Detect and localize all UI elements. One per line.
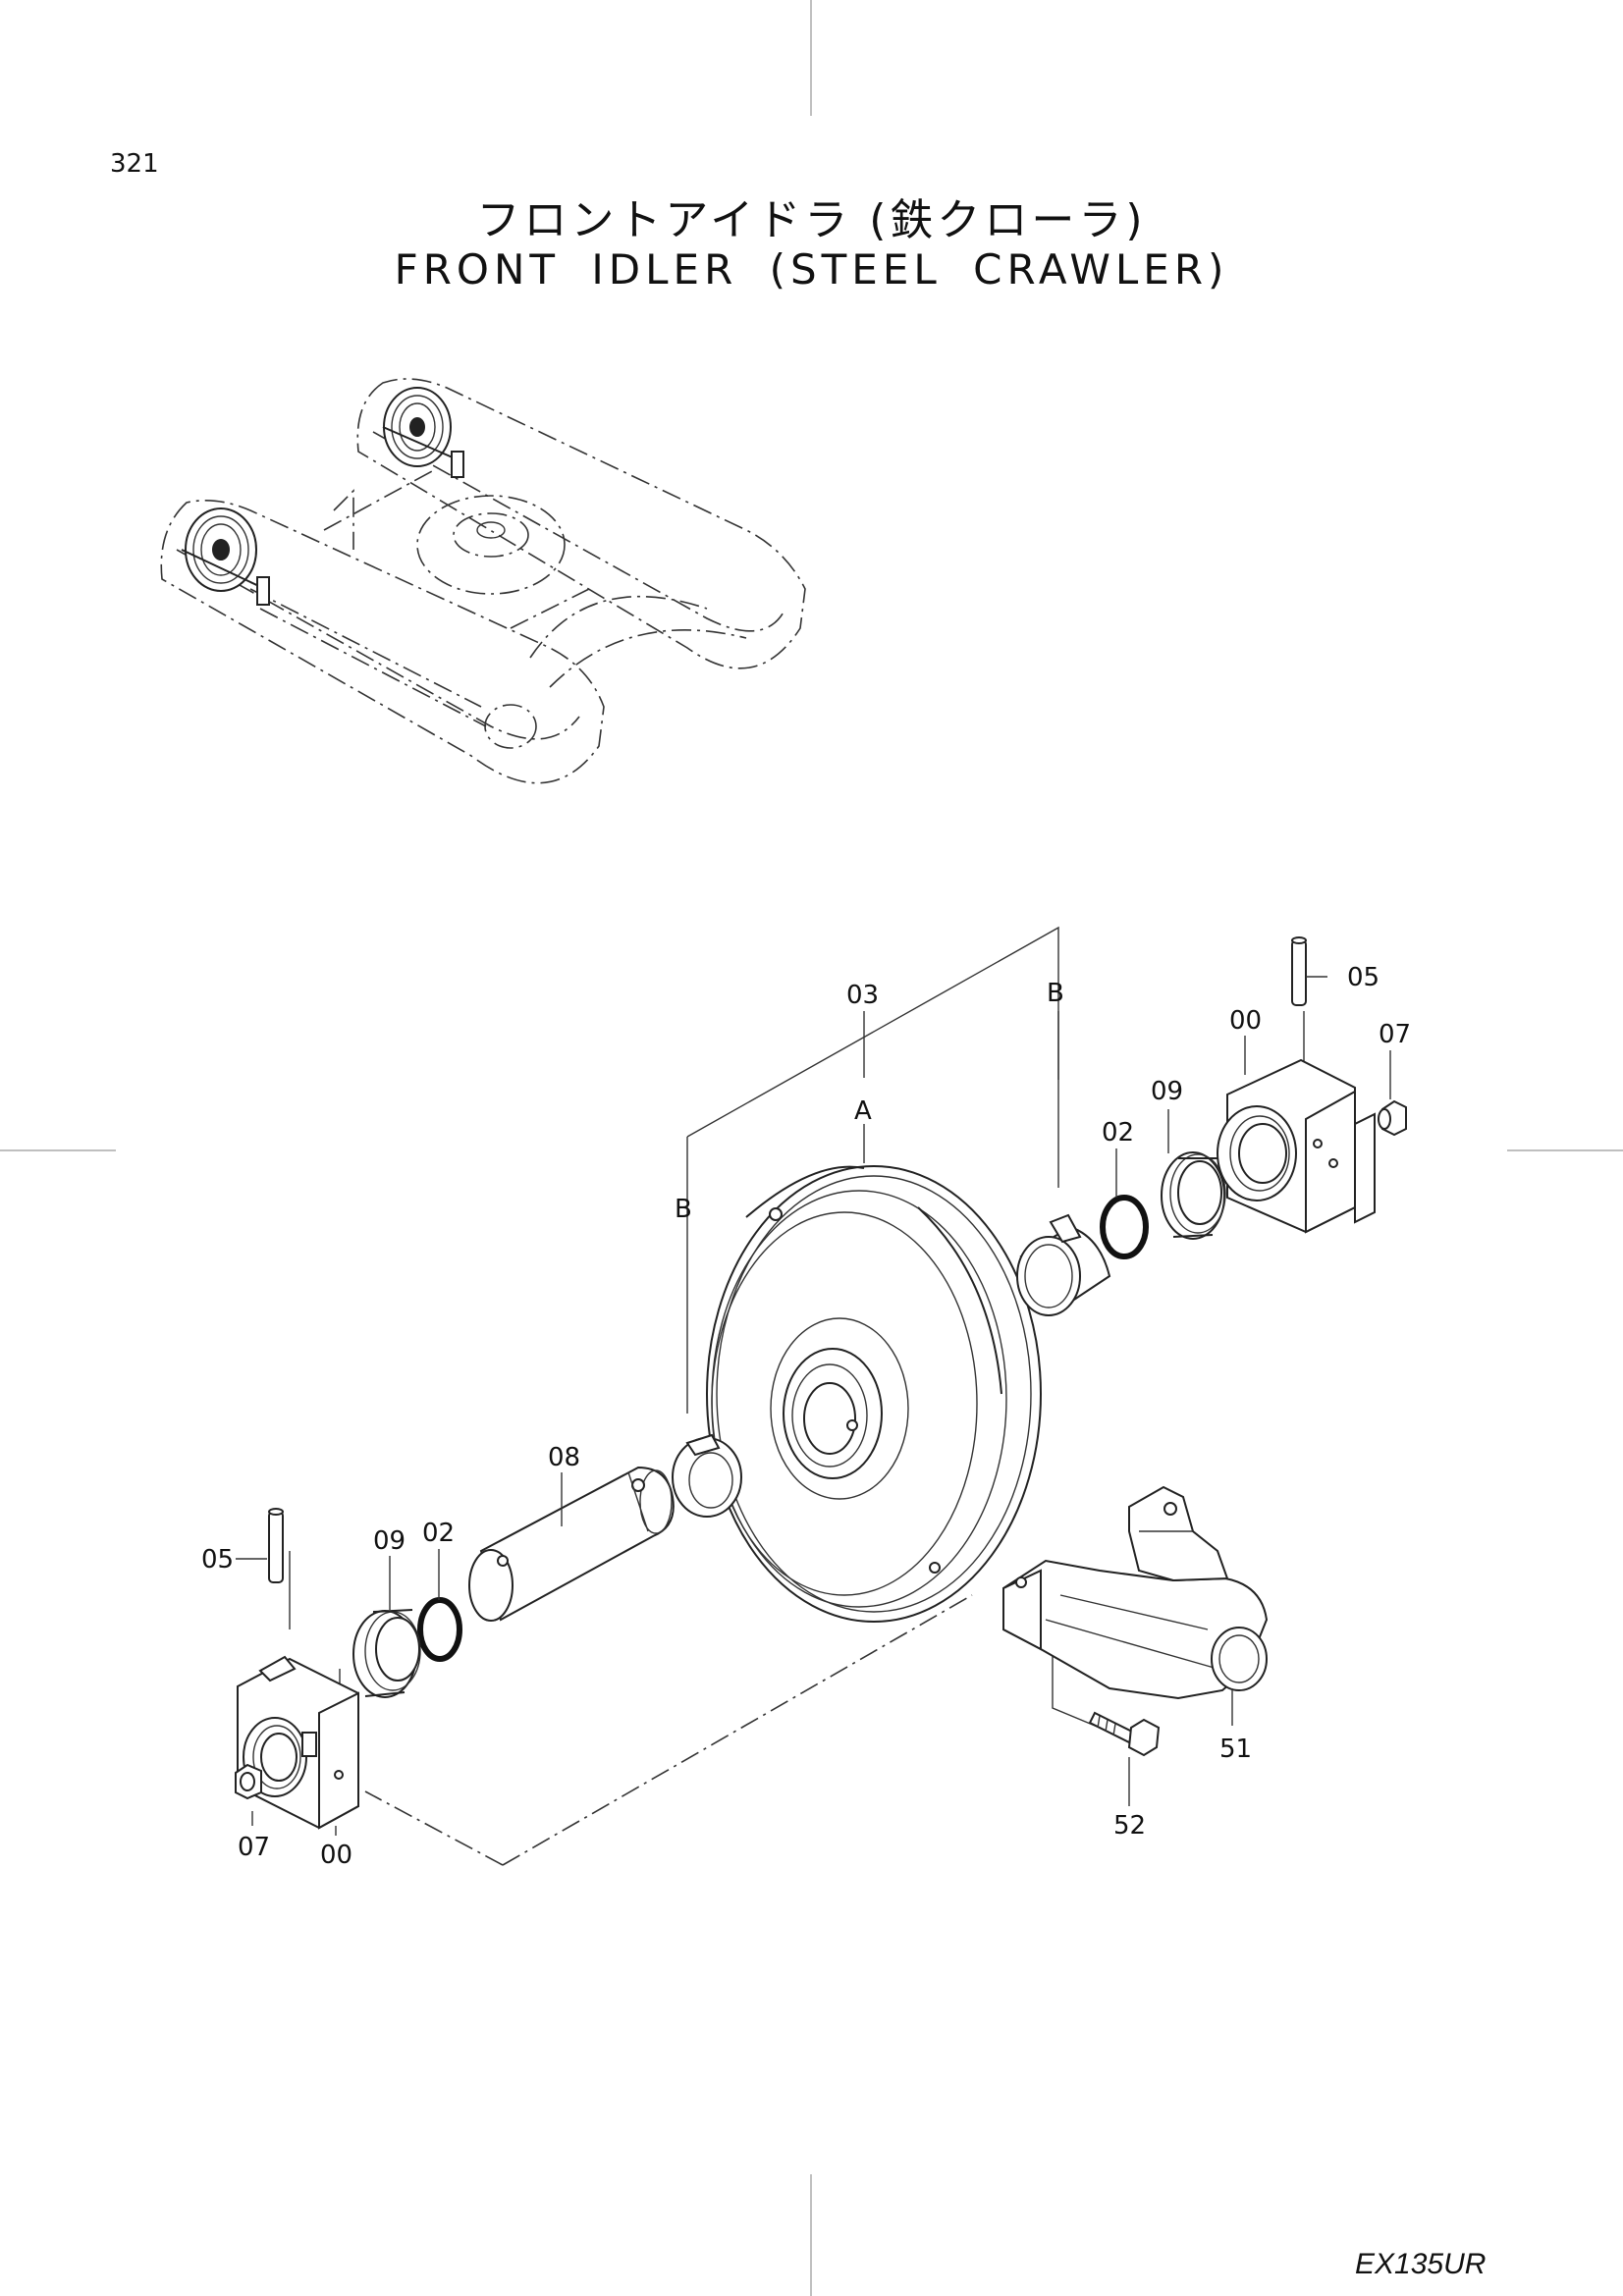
shaft xyxy=(468,1466,675,1622)
callout-b-left: B xyxy=(675,1195,692,1224)
callout-b-right: B xyxy=(1047,979,1064,1008)
callout-a: A xyxy=(854,1096,872,1126)
callout-09-right: 09 xyxy=(1151,1077,1183,1106)
callout-02-left: 02 xyxy=(422,1519,455,1548)
collar-right xyxy=(1016,1213,1111,1316)
callout-08: 08 xyxy=(548,1443,580,1472)
pin-left xyxy=(268,1508,284,1583)
front-idler-wheel-right xyxy=(382,387,464,478)
plug-left xyxy=(235,1763,262,1800)
yoke xyxy=(1002,1485,1269,1700)
title-english: FRONT IDLER (STEEL CRAWLER) xyxy=(394,245,1229,294)
idler-wheel xyxy=(706,1165,1042,1623)
callout-00-left: 00 xyxy=(320,1841,352,1870)
callout-07-right: 07 xyxy=(1379,1020,1411,1049)
plug-right xyxy=(1378,1099,1407,1137)
pin-right xyxy=(1291,936,1307,1006)
front-idler-wheel-left xyxy=(181,507,270,606)
model-number: EX135UR xyxy=(1355,2248,1487,2280)
bolt xyxy=(1088,1711,1161,1757)
seal-right xyxy=(1161,1151,1226,1240)
callout-52: 52 xyxy=(1113,1811,1146,1841)
bearing-block-left xyxy=(237,1655,359,1830)
callout-02-right: 02 xyxy=(1102,1118,1134,1148)
bearing-block-right xyxy=(1217,1058,1376,1234)
page-number: 321 xyxy=(110,149,159,179)
callout-51: 51 xyxy=(1219,1735,1252,1764)
undercarriage-overview xyxy=(160,378,806,784)
callout-05-right: 05 xyxy=(1347,963,1380,992)
collar-left xyxy=(672,1433,742,1518)
callout-05-left: 05 xyxy=(201,1545,234,1575)
callout-00-right: 00 xyxy=(1229,1006,1262,1036)
o-ring-left xyxy=(417,1597,462,1662)
callout-07-left: 07 xyxy=(238,1833,270,1862)
callout-09-left: 09 xyxy=(373,1526,406,1556)
o-ring-right xyxy=(1100,1195,1149,1259)
callout-labels: 03 A B B 05 00 07 09 02 08 05 09 02 07 0… xyxy=(201,963,1411,1870)
seal-left xyxy=(352,1609,421,1698)
title-japanese: フロントアイドラ (鉄クローラ) xyxy=(476,195,1147,245)
leader-lines xyxy=(236,976,1391,1836)
callout-03: 03 xyxy=(846,981,879,1010)
